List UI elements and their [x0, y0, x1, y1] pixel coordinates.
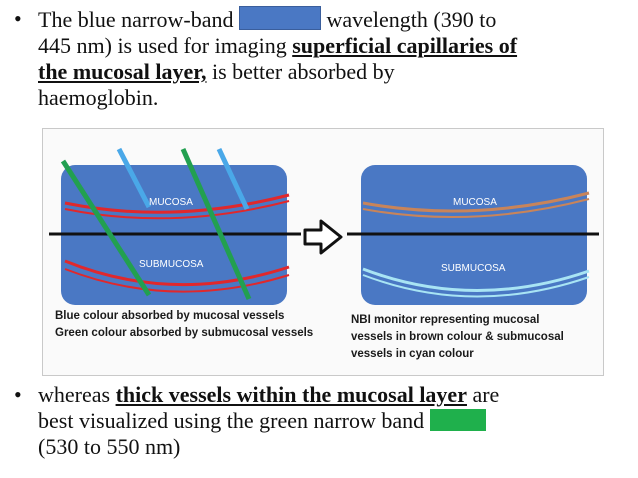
right-submucosa-label: SUBMUCOSA	[441, 263, 506, 274]
left-caption-line: Blue colour absorbed by mucosal vessels	[55, 310, 284, 322]
text: 445 nm) is used for imaging	[38, 33, 287, 58]
arrow-icon	[303, 219, 343, 255]
green-band-swatch	[429, 409, 486, 431]
text: haemoglobin.	[38, 85, 159, 110]
bullet-1-text: The blue narrow-band wavelength (390 to …	[38, 6, 517, 111]
blue-light-ray	[116, 147, 152, 209]
blue-light-ray	[216, 147, 250, 211]
text: (530 to 550 nm)	[38, 434, 181, 459]
left-submucosa-label: SUBMUCOSA	[139, 259, 204, 270]
submucosal-vessel-cyan	[362, 274, 590, 298]
right-caption-line: vessels in cyan colour	[351, 348, 474, 360]
text: are	[472, 382, 500, 407]
nbi-figure: MUCOSA SUBMUCOSA MUCOSA SUBMUCOSA Blue c…	[42, 128, 604, 376]
left-caption-line: Green colour absorbed by submucosal vess…	[55, 327, 313, 339]
emphasis: superficial capillaries of	[292, 33, 518, 58]
left-mucosa-label: MUCOSA	[149, 197, 193, 208]
bullet-marker: •	[14, 382, 22, 407]
green-light-ray	[60, 159, 152, 297]
submucosal-vessel-cyan	[362, 267, 590, 292]
right-caption-line: NBI monitor representing mucosal	[351, 314, 540, 326]
text: best visualized using the green narrow b…	[38, 408, 425, 433]
text: is better absorbed by	[211, 59, 395, 84]
submucosal-vessel	[64, 268, 290, 293]
text: The blue narrow-band	[38, 7, 234, 32]
bullet-marker: •	[14, 6, 22, 31]
blue-band-swatch	[238, 6, 321, 30]
mucosal-vessel	[64, 200, 290, 220]
mucosal-vessel-brown	[362, 198, 590, 218]
mucosal-vessel-brown	[362, 191, 590, 213]
emphasis: the mucosal layer,	[38, 59, 207, 84]
bullet-2-text: whereas thick vessels within the mucosal…	[38, 382, 499, 460]
nbi-diagram: MUCOSA SUBMUCOSA MUCOSA SUBMUCOSA Blue c…	[49, 147, 599, 360]
text: whereas	[38, 382, 111, 407]
text: wavelength (390 to	[326, 7, 497, 32]
emphasis: thick vessels within the mucosal layer	[115, 382, 467, 407]
green-light-ray	[180, 147, 252, 301]
right-caption-line: vessels in brown colour & submucosal	[351, 331, 564, 343]
right-mucosa-label: MUCOSA	[453, 197, 497, 208]
submucosal-vessel	[64, 259, 290, 287]
